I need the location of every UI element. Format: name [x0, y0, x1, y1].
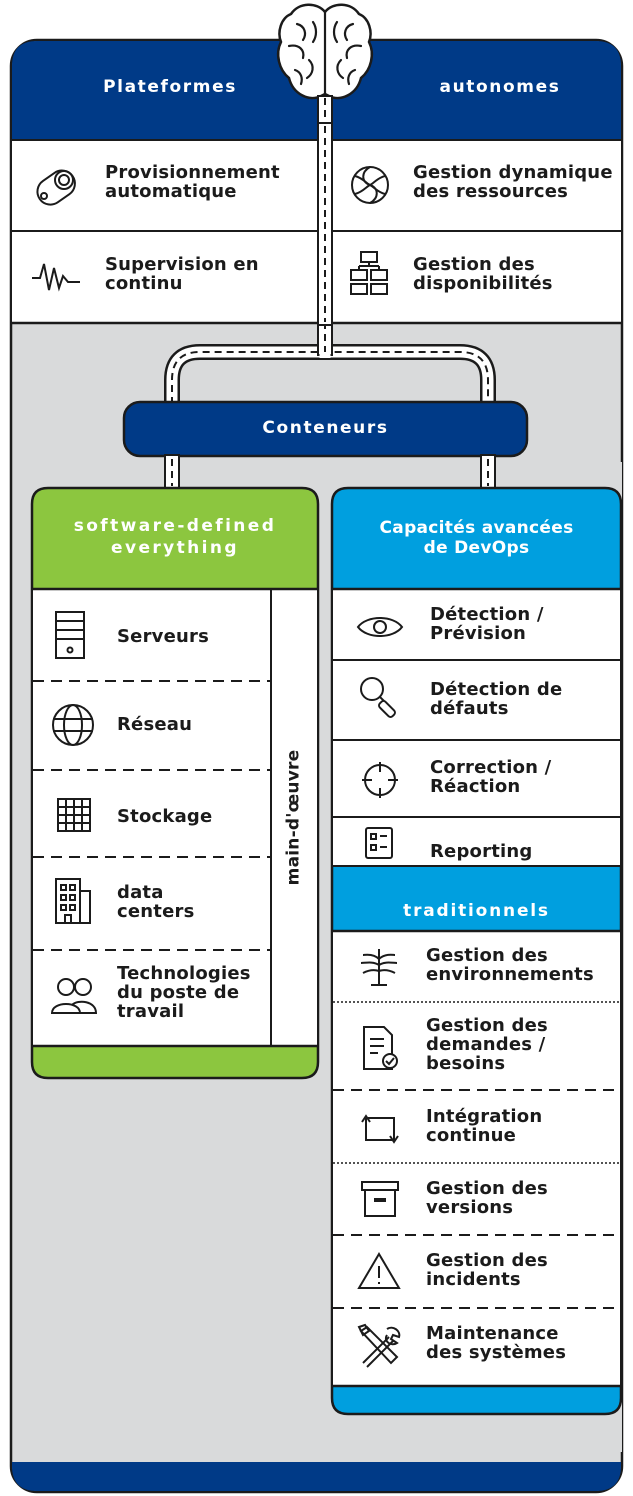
left-item-label: Stockage: [117, 806, 213, 827]
magnifier-icon: [357, 674, 403, 720]
crosshair-icon: [360, 760, 400, 800]
archive-icon: [360, 1180, 400, 1218]
right-item-label: Correction /Réaction: [430, 757, 552, 797]
cycle-icon: [360, 1106, 400, 1150]
eye-icon: [355, 612, 405, 642]
users-icon: [50, 975, 98, 1017]
gear-icon: [32, 162, 82, 212]
openai-knot-icon: [347, 162, 393, 208]
platform-label-right: autonomes: [439, 77, 561, 97]
tree-icon: [357, 945, 401, 989]
hierarchy-icon: [349, 250, 389, 296]
server-icon: [52, 610, 88, 660]
right-item-label: Détection /Prévision: [430, 604, 544, 644]
platform-label-left: Plateformes: [103, 77, 237, 97]
storage-grid-icon: [54, 795, 94, 835]
workforce-label: main-d'œuvre: [283, 749, 304, 886]
warning-icon: [357, 1251, 401, 1291]
brain-icon: [277, 3, 373, 125]
left-item-label: Réseau: [117, 714, 193, 735]
document-check-icon: [360, 1025, 400, 1071]
left-item-label: Serveurs: [117, 626, 209, 647]
building-icon: [52, 875, 94, 925]
report-icon: [362, 825, 396, 861]
workforce-column: main-d'œuvre: [271, 589, 317, 1046]
pulse-icon: [30, 258, 82, 296]
right-item-label: Reporting: [430, 841, 533, 862]
tools-icon: [357, 1323, 403, 1369]
containers-label: Conteneurs: [262, 418, 389, 438]
traditional-title: traditionnels: [403, 901, 550, 921]
globe-icon: [50, 702, 96, 748]
